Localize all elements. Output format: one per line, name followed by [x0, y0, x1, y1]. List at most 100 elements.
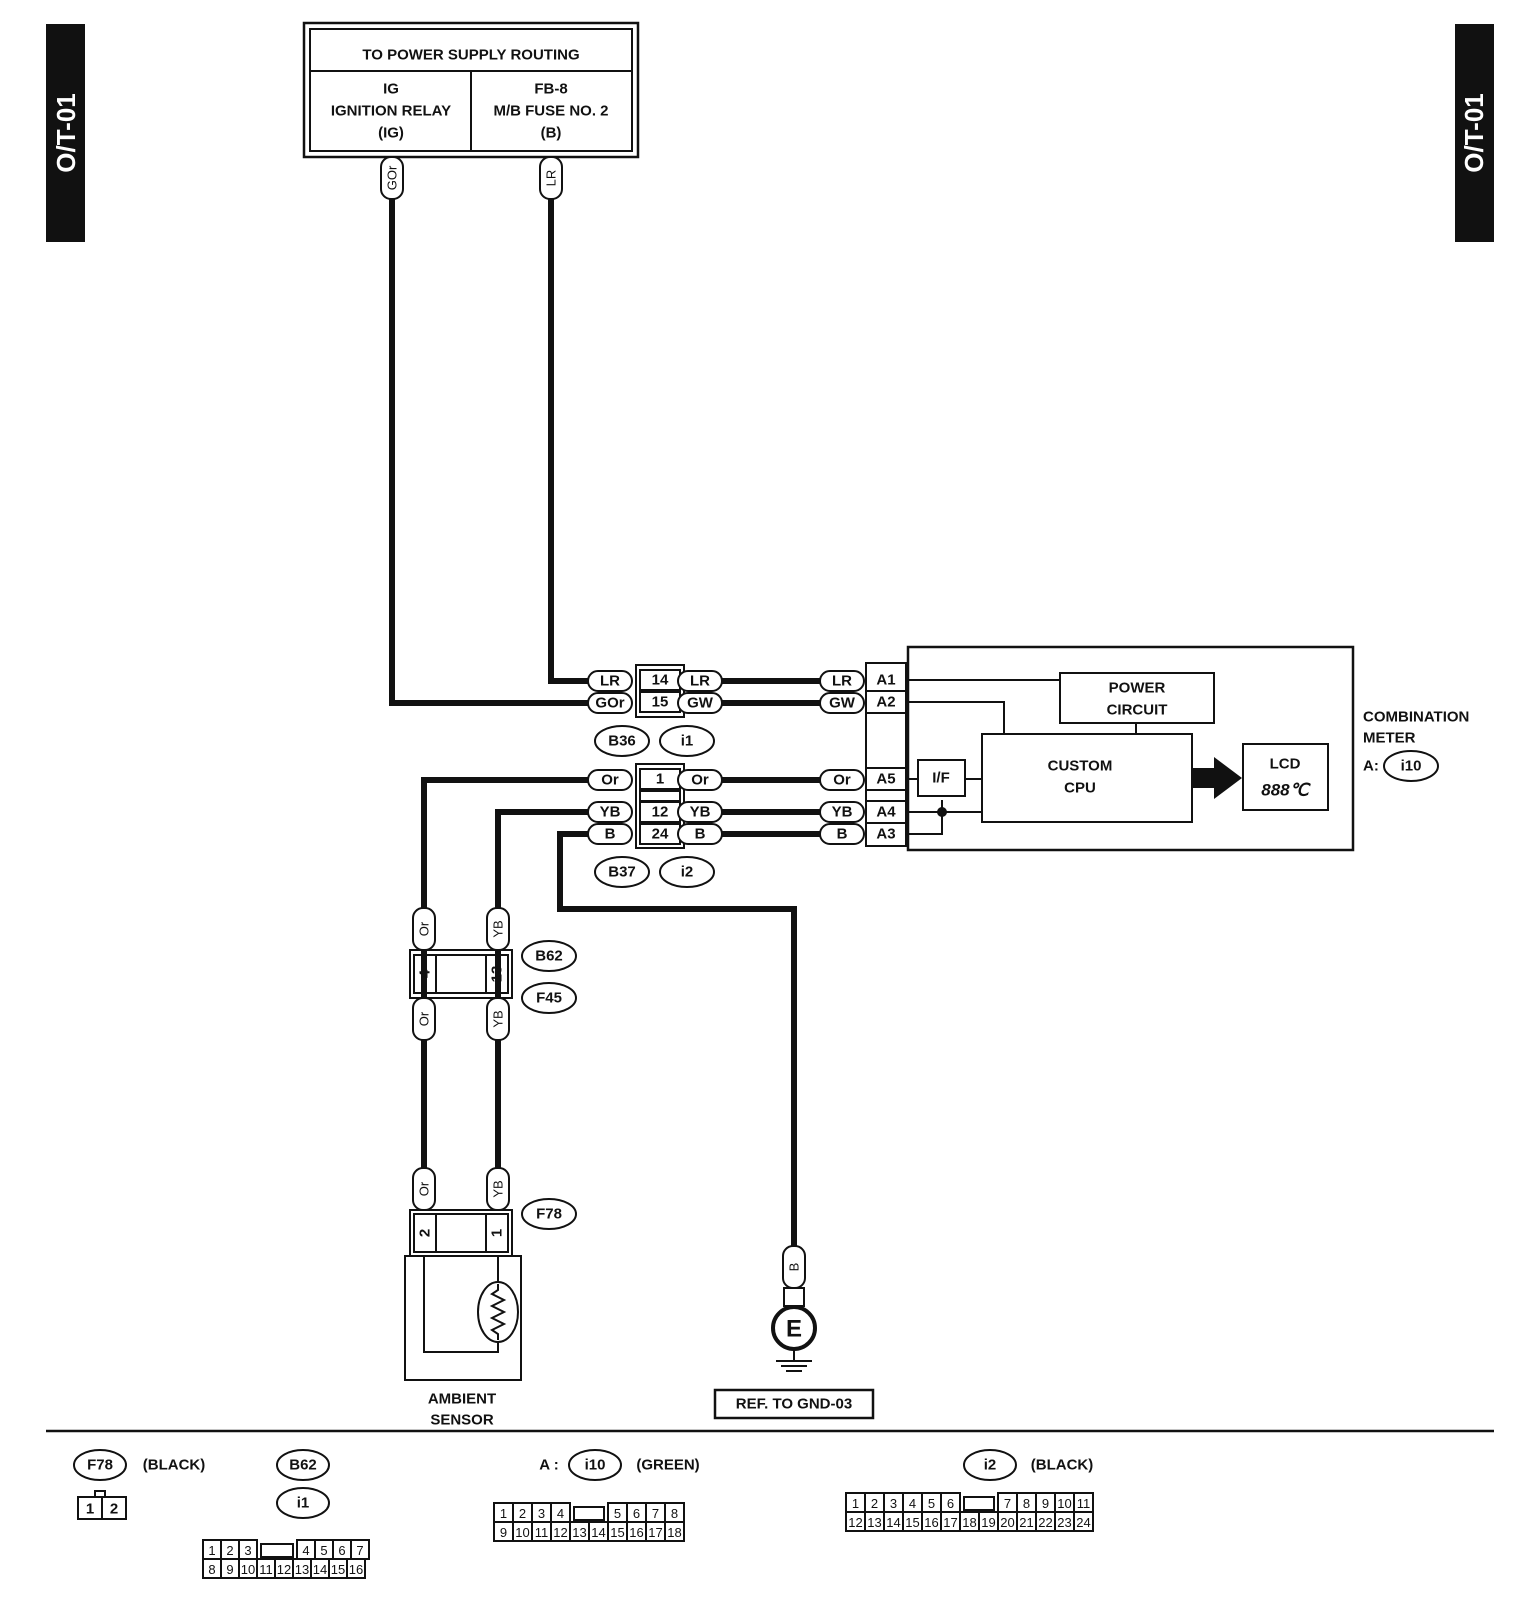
- wire-lr: [548, 197, 595, 684]
- i10-pin-label: 8: [671, 1506, 678, 1521]
- i2-pin-label: 18: [962, 1515, 976, 1530]
- page-code-left: O/T-01: [51, 93, 81, 172]
- connector-b37-i2: Or YB B 1 12 24 Or YB B B37 i2: [587, 763, 723, 888]
- svg-text:(BLACK): (BLACK): [1031, 1457, 1093, 1474]
- i2-pin-label: 3: [890, 1496, 897, 1511]
- custom-cpu-box: [981, 733, 1193, 823]
- legend-f78: F78 (BLACK) 1 2: [73, 1449, 205, 1520]
- svg-text:F45: F45: [536, 990, 562, 1007]
- svg-text:2: 2: [110, 1501, 118, 1518]
- ground-ref-label: REF. TO GND-03: [736, 1396, 852, 1413]
- page-code-tab-right: O/T-01: [1455, 24, 1494, 242]
- svg-text:Or: Or: [417, 921, 432, 936]
- svg-text:B: B: [695, 826, 706, 843]
- svg-text:B: B: [605, 826, 616, 843]
- b62-pin-label: 12: [277, 1562, 291, 1577]
- i2-pin-label: 23: [1057, 1515, 1071, 1530]
- svg-text:LCD: LCD: [1270, 756, 1301, 773]
- svg-text:F78: F78: [536, 1206, 562, 1223]
- i2-pin-label: 1: [852, 1496, 859, 1511]
- svg-text:POWER: POWER: [1109, 680, 1166, 697]
- i2-pin-label: 2: [871, 1496, 878, 1511]
- b62-pin-label: 7: [356, 1543, 363, 1558]
- svg-text:LR: LR: [544, 170, 559, 187]
- wire-pill-lr-top: LR: [539, 156, 563, 200]
- fuse-label: M/B FUSE NO. 2: [493, 103, 608, 120]
- svg-text:I/F: I/F: [932, 770, 950, 787]
- svg-text:B37: B37: [608, 864, 636, 881]
- svg-text:LR: LR: [690, 673, 710, 690]
- svg-text:YB: YB: [491, 1010, 506, 1027]
- i10-pin-label: 18: [667, 1525, 681, 1540]
- page-code-right: O/T-01: [1459, 93, 1489, 172]
- svg-text:YB: YB: [600, 804, 621, 821]
- i2-key: [963, 1496, 995, 1511]
- svg-text:F78: F78: [87, 1457, 113, 1474]
- svg-text:GOr: GOr: [595, 695, 624, 712]
- svg-text:2: 2: [417, 1229, 434, 1237]
- i2-pin-label: 13: [867, 1515, 881, 1530]
- svg-text:GOr: GOr: [385, 165, 400, 190]
- i2-pin-label: 19: [981, 1515, 995, 1530]
- i10-pin-label: 6: [633, 1506, 640, 1521]
- svg-text:Or: Or: [691, 772, 709, 789]
- i10-pin-cell: [664, 1521, 685, 1542]
- svg-text:GW: GW: [829, 695, 856, 712]
- b62-pin-label: 14: [313, 1562, 327, 1577]
- i10-pin-label: 16: [629, 1525, 643, 1540]
- i10-pin-label: 12: [553, 1525, 567, 1540]
- b62-pin-label: 3: [244, 1543, 251, 1558]
- i2-pin-label: 8: [1023, 1496, 1030, 1511]
- wire-or: [421, 777, 595, 1191]
- meter-prefix: A:: [1363, 758, 1379, 775]
- i10-pin-label: 4: [557, 1506, 564, 1521]
- svg-text:(BLACK): (BLACK): [143, 1457, 205, 1474]
- b62-pin-label: 16: [349, 1562, 363, 1577]
- svg-text:12: 12: [652, 804, 669, 821]
- svg-text:14: 14: [652, 672, 669, 689]
- i2-pin-cell: [1073, 1511, 1094, 1532]
- svg-text:B: B: [787, 1263, 802, 1272]
- svg-text:1: 1: [489, 1229, 506, 1237]
- svg-text:B36: B36: [608, 733, 636, 750]
- pin-a1: A1: [876, 672, 895, 689]
- svg-text:13: 13: [489, 966, 506, 983]
- svg-text:i2: i2: [681, 864, 694, 881]
- b62-pin-label: 1: [208, 1543, 215, 1558]
- i10-pin-label: 11: [535, 1525, 549, 1540]
- b62-pin-label: 4: [302, 1543, 309, 1558]
- meter-label-1: COMBINATION: [1363, 709, 1469, 726]
- i2-pin-label: 17: [943, 1515, 957, 1530]
- i2-pin-label: 4: [909, 1496, 916, 1511]
- b62-key: [260, 1543, 294, 1558]
- i10-pin-label: 9: [500, 1525, 507, 1540]
- svg-text:CUSTOM: CUSTOM: [1048, 758, 1113, 775]
- combination-meter: A1 A2 A5 A4 A3 POWER CIRCUIT I/F CUSTOM …: [865, 645, 1469, 852]
- i10-pin-label: 3: [538, 1506, 545, 1521]
- svg-text:Or: Or: [417, 1011, 432, 1026]
- i2-pin-label: 16: [924, 1515, 938, 1530]
- b62-pin-label: 9: [226, 1562, 233, 1577]
- power-circuit-box: [1059, 672, 1215, 724]
- power-supply-box: TO POWER SUPPLY ROUTING IG IGNITION RELA…: [302, 21, 640, 159]
- svg-text:GW: GW: [687, 695, 714, 712]
- svg-text:B62: B62: [535, 948, 563, 965]
- fb8-label: FB-8: [534, 81, 567, 98]
- i10-pin-label: 15: [610, 1525, 624, 1540]
- svg-text:Or: Or: [417, 1181, 432, 1196]
- pin-a2: A2: [876, 694, 895, 711]
- wire-pill-gor-top: GOr: [380, 156, 404, 200]
- ambient-sensor: Or YB 2 1 F78 AMBIENT SENSOR: [404, 1167, 577, 1429]
- svg-text:CIRCUIT: CIRCUIT: [1107, 702, 1168, 719]
- b62-pin-label: 13: [295, 1562, 309, 1577]
- svg-text:Or: Or: [833, 772, 851, 789]
- wire-gor: [389, 197, 595, 706]
- connector-b36-i1: LR GOr 14 15 LR GW B36 i1: [587, 664, 723, 757]
- wire-b-ground: [557, 831, 797, 1249]
- b62-pin-label: 2: [226, 1543, 233, 1558]
- svg-text:LR: LR: [832, 673, 852, 690]
- svg-text:24: 24: [652, 826, 669, 843]
